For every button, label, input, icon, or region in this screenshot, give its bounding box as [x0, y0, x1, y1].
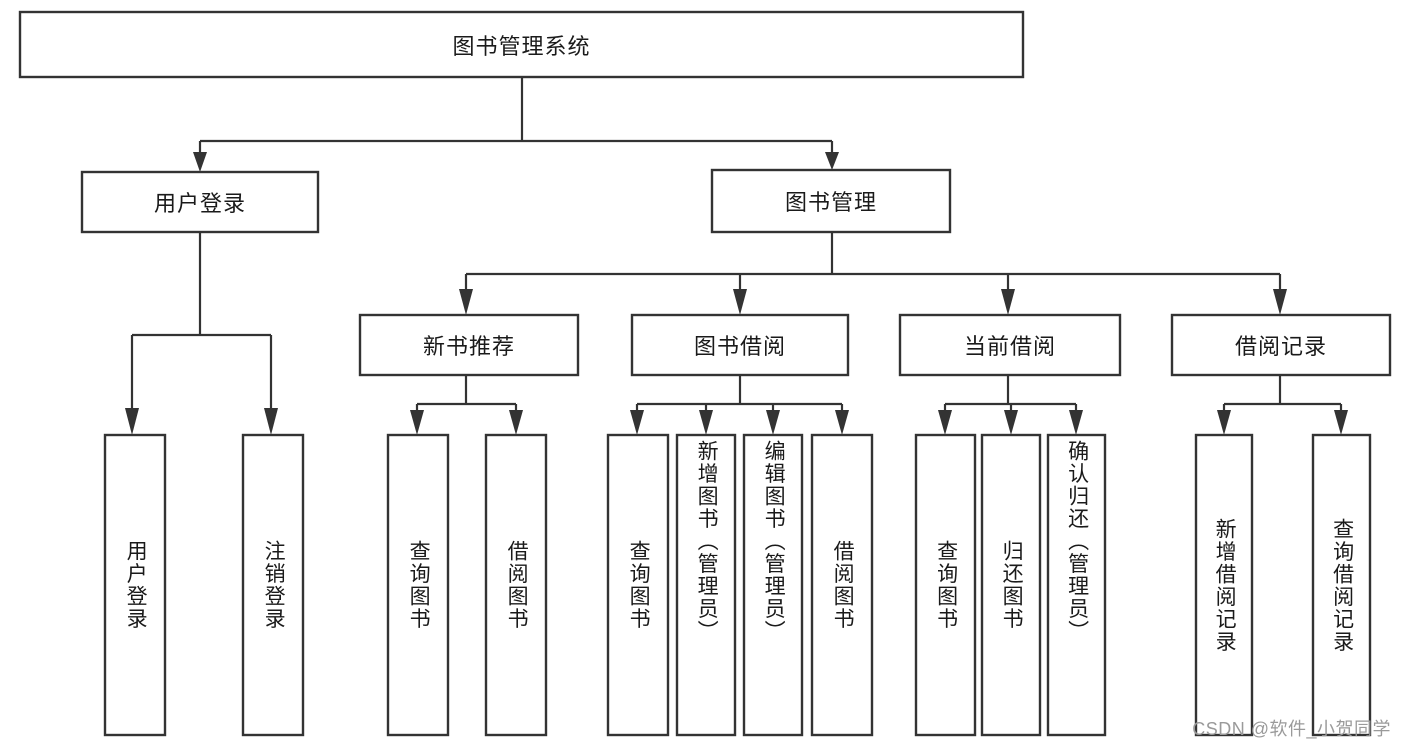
arrow-head-borrow-record — [1273, 289, 1287, 315]
connector-group-new-book-recommend — [410, 375, 523, 435]
node-box-leaf-query-book-recommend[interactable] — [386, 433, 450, 737]
arrow-head-leaf-user-login — [125, 408, 139, 435]
connector-group-borrow-record — [1217, 375, 1348, 435]
node-box-leaf-borrow-book[interactable] — [810, 433, 874, 737]
node-box-leaf-logout-login[interactable] — [241, 433, 305, 737]
node-box-leaf-add-borrow-record[interactable] — [1194, 433, 1254, 737]
node-box-leaf-edit-book-admin[interactable] — [742, 433, 804, 737]
arrow-head-book-management — [825, 152, 839, 170]
arrow-head-leaf-return-book — [1004, 410, 1018, 435]
arrow-head-leaf-query-book-recommend — [410, 410, 424, 435]
node-box-leaf-borrow-book-recommend[interactable] — [484, 433, 548, 737]
node-box-user-login[interactable] — [80, 170, 320, 234]
node-box-new-book-recommend[interactable] — [358, 313, 580, 377]
node-box-borrow-record[interactable] — [1170, 313, 1392, 377]
node-box-book-borrow[interactable] — [630, 313, 850, 377]
arrow-head-new-book-recommend — [459, 289, 473, 315]
connector-group-current-borrow — [938, 375, 1083, 435]
arrow-head-leaf-add-book-admin — [699, 410, 713, 435]
arrow-head-leaf-query-borrow-record — [1334, 410, 1348, 435]
arrow-head-current-borrow — [1001, 289, 1015, 315]
node-box-root[interactable] — [18, 10, 1025, 79]
arrow-head-leaf-add-borrow-record — [1217, 410, 1231, 435]
connector-group-book-management — [459, 232, 1287, 315]
arrow-head-book-borrow — [733, 289, 747, 315]
node-box-leaf-add-book-admin[interactable] — [675, 433, 737, 737]
arrow-head-leaf-edit-book-admin — [766, 410, 780, 435]
node-box-leaf-user-login[interactable] — [103, 433, 167, 737]
arrow-head-leaf-confirm-return-admin — [1069, 410, 1083, 435]
node-box-book-management[interactable] — [710, 168, 952, 234]
arrow-head-leaf-borrow-book-recommend — [509, 410, 523, 435]
node-box-current-borrow[interactable] — [898, 313, 1122, 377]
connector-group-root — [193, 77, 839, 172]
node-box-leaf-query-book-current[interactable] — [914, 433, 977, 737]
node-box-leaf-query-book-borrow[interactable] — [606, 433, 670, 737]
arrow-head-leaf-query-book-borrow — [630, 410, 644, 435]
arrow-head-leaf-query-book-current — [938, 410, 952, 435]
connector-group-user-login — [125, 232, 278, 435]
node-box-leaf-confirm-return-admin[interactable] — [1046, 433, 1107, 737]
node-box-leaf-return-book[interactable] — [980, 433, 1042, 737]
node-box-leaf-query-borrow-record[interactable] — [1311, 433, 1372, 737]
arrow-head-leaf-borrow-book — [835, 410, 849, 435]
arrow-head-user-login — [193, 152, 207, 172]
connector-group-book-borrow — [630, 375, 849, 435]
arrow-head-leaf-logout-login — [264, 408, 278, 435]
